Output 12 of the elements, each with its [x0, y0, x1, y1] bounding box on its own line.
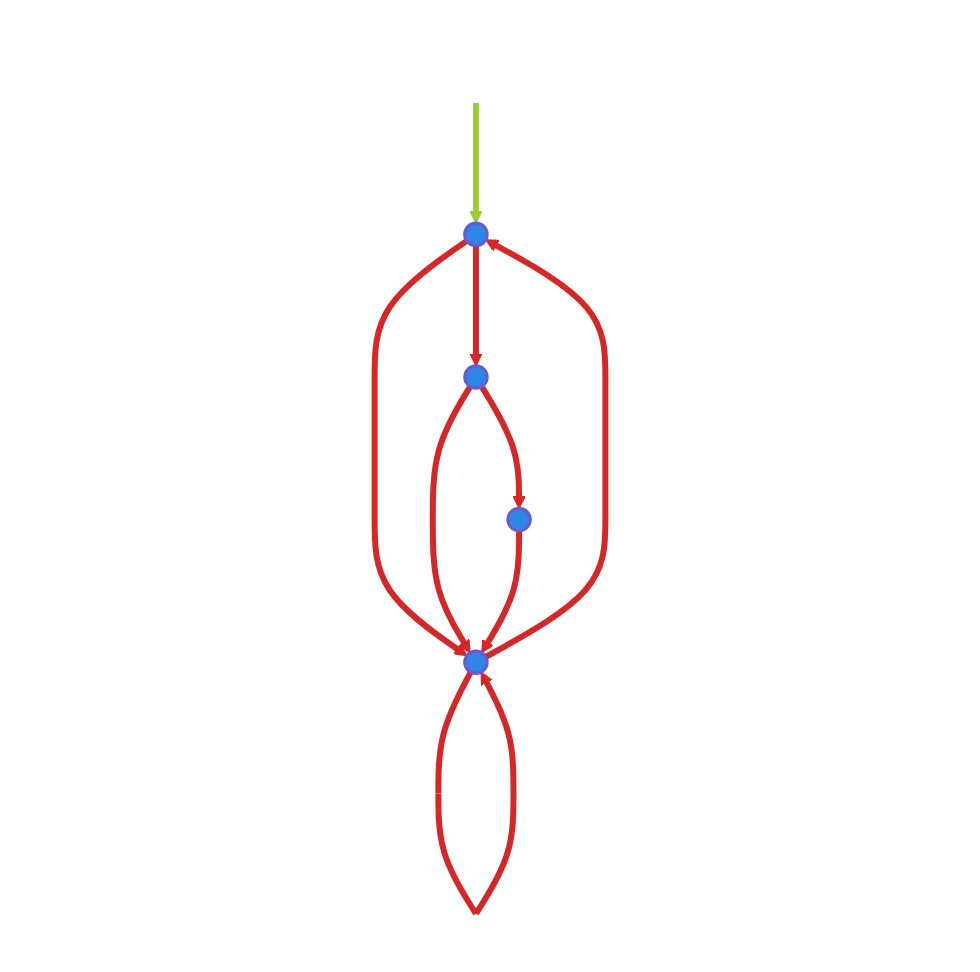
arrow [429, 385, 473, 654]
arrow [371, 238, 469, 657]
arrow [484, 239, 609, 660]
node-circle [463, 221, 489, 248]
node-circle [506, 506, 532, 533]
arrow [479, 385, 526, 509]
arrow [469, 103, 483, 224]
node-circle [463, 364, 489, 390]
arrow [481, 530, 523, 654]
arrow [469, 245, 483, 367]
node-circle [463, 649, 489, 675]
arrow [435, 670, 517, 916]
